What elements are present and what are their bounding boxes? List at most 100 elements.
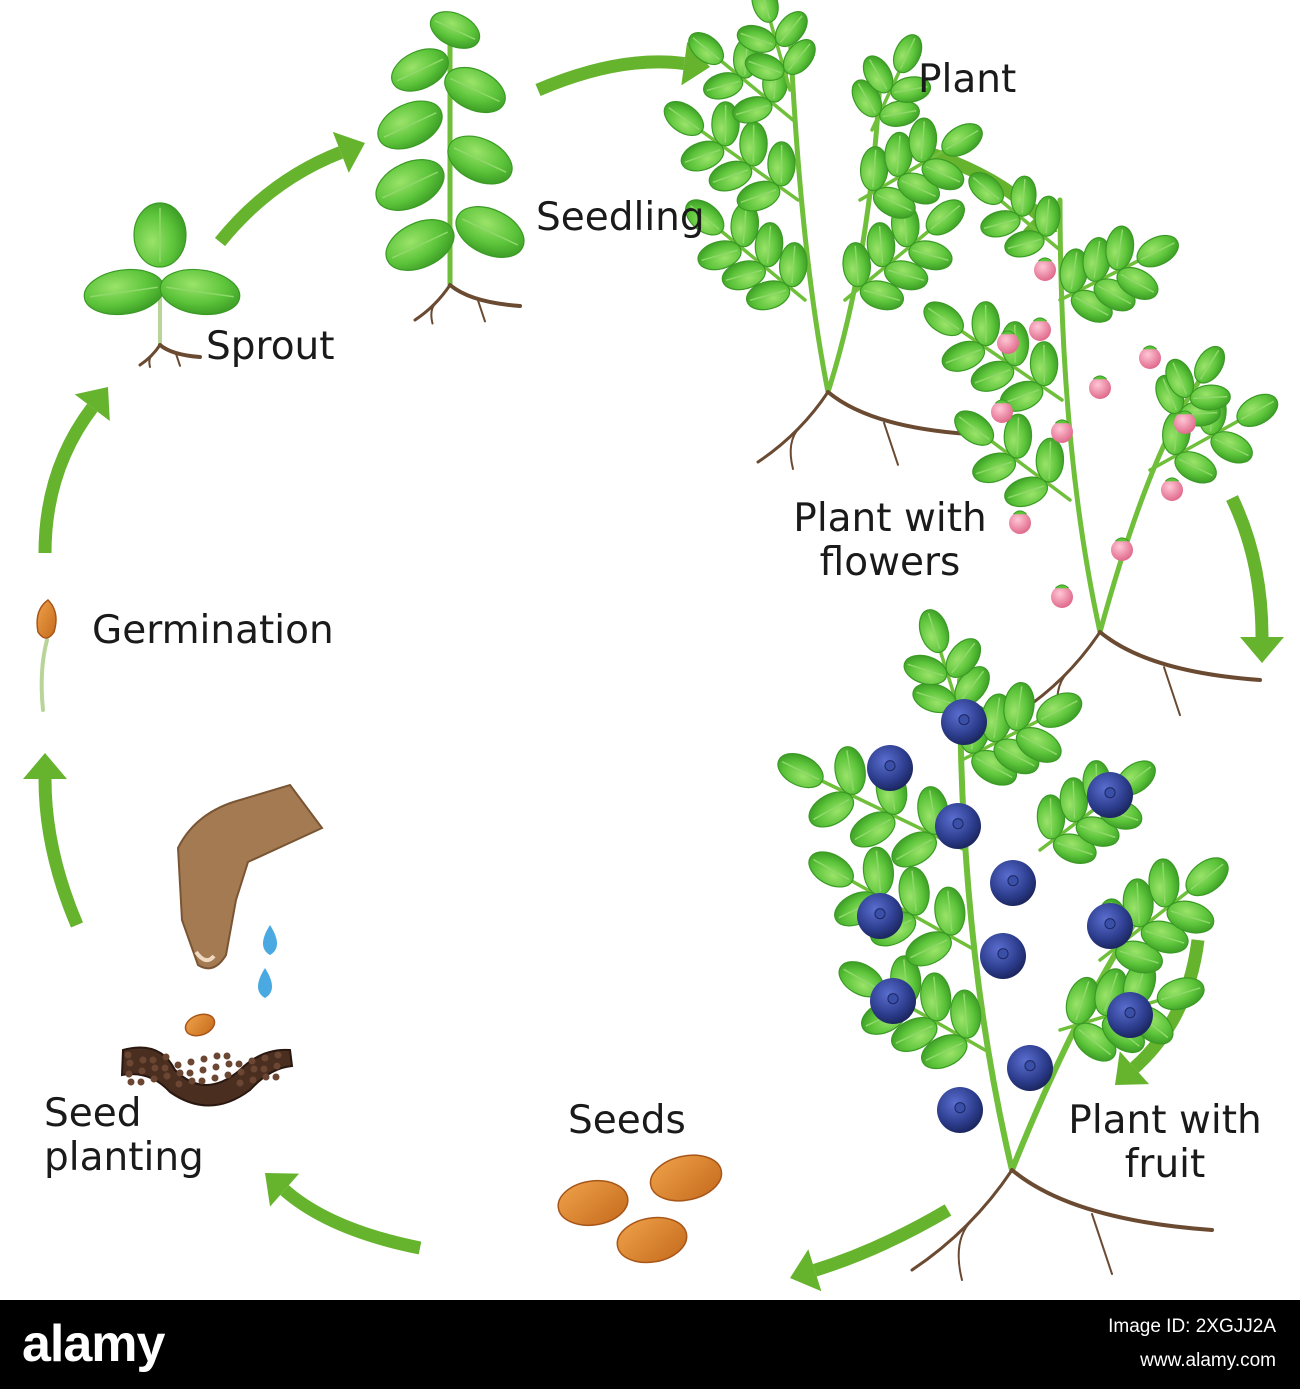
leaf: [429, 11, 481, 49]
berry-crown: [884, 760, 896, 772]
leaf-vein: [963, 993, 969, 1035]
leaf: [1236, 393, 1279, 427]
soil-grain: [273, 1062, 281, 1070]
leaf: [971, 301, 1001, 347]
berry: [867, 745, 913, 791]
soil-grain: [174, 1061, 182, 1069]
arrow-shaft: [1226, 495, 1269, 638]
plant-illustration: [663, 0, 983, 470]
flower-bud: [1051, 421, 1073, 443]
leaf-vein: [854, 818, 891, 841]
berry: [990, 860, 1036, 906]
flower: [1174, 410, 1196, 434]
leaf-vein: [434, 19, 476, 41]
leaf: [746, 280, 791, 311]
leaf-vein: [1021, 179, 1026, 214]
leaf-vein: [1116, 229, 1124, 267]
leaf-vein: [1199, 349, 1220, 380]
stem: [988, 438, 1072, 502]
flower: [1161, 477, 1183, 501]
leaf-vein: [925, 165, 961, 183]
leaf: [1105, 225, 1135, 271]
soil-grain: [213, 1052, 221, 1060]
flower-bud: [1174, 412, 1196, 434]
berry: [980, 933, 1026, 979]
label-line: Germination: [92, 608, 334, 653]
leaf-vein: [911, 870, 917, 912]
leaf: [703, 72, 744, 100]
leaf: [1116, 266, 1159, 300]
flower: [1029, 317, 1051, 341]
leaf-vein: [735, 104, 769, 116]
leaf-vein: [877, 194, 912, 212]
label-germination: Germination: [92, 609, 334, 653]
leaf: [1165, 358, 1195, 399]
leaf: [1059, 248, 1089, 294]
flower-bud: [1029, 319, 1051, 341]
leaf-vein: [381, 171, 439, 199]
leaf: [1148, 858, 1180, 908]
germination-illustration: [36, 599, 57, 712]
leaf-vein: [668, 107, 700, 130]
leaf: [782, 39, 816, 76]
cycle-arrow: [790, 1204, 952, 1292]
leaf: [908, 117, 938, 163]
leaf: [1029, 341, 1059, 387]
leaf-vein: [766, 226, 772, 264]
label-line: Plant: [918, 57, 1017, 102]
soil-grain: [176, 1069, 184, 1077]
leaf: [1015, 727, 1062, 763]
label-sprout: Sprout: [206, 325, 335, 369]
diagram-artwork: [23, 0, 1284, 1292]
flower-bud: [997, 332, 1019, 354]
flower-sepal: [1038, 257, 1052, 262]
leaf-vein: [899, 37, 916, 70]
stem: [718, 58, 795, 122]
soil-grain: [127, 1078, 135, 1086]
soil-grain: [223, 1052, 231, 1060]
leaf-vein: [857, 83, 877, 114]
leaf-vein: [925, 1042, 964, 1061]
leaf: [1185, 857, 1229, 897]
label-seeds: Seeds: [568, 1099, 686, 1143]
leaf: [1166, 900, 1215, 934]
leaf: [777, 753, 824, 789]
leaf: [751, 0, 779, 23]
leaf: [866, 222, 896, 268]
leaf-vein: [947, 890, 953, 932]
stem: [883, 421, 899, 466]
berry-crown: [874, 908, 886, 920]
stem: [998, 198, 1062, 252]
leaf: [1010, 175, 1037, 217]
stem: [787, 27, 831, 395]
roots: [756, 390, 970, 470]
leaf-vein: [396, 58, 444, 82]
label-line: Seeds: [568, 1098, 686, 1143]
leaf: [890, 76, 932, 103]
berry: [1007, 1045, 1053, 1091]
leaf-vein: [1016, 417, 1020, 455]
flower-bud: [1161, 479, 1183, 501]
leaf-vein: [383, 112, 437, 138]
flower-sepal: [1093, 375, 1107, 380]
watermark-footer: alamy Image ID: 2XGJJ2A www.alamy.com: [0, 1300, 1300, 1389]
flower-sepal: [1165, 477, 1179, 482]
soil-grain: [272, 1073, 280, 1081]
leaf-vein: [1097, 285, 1132, 305]
leaf-vein: [1193, 395, 1228, 400]
leaf: [1140, 920, 1189, 954]
leaf-vein: [1162, 378, 1178, 411]
stem: [957, 677, 1015, 1173]
leaf: [1210, 431, 1253, 464]
soil-grain: [224, 1071, 232, 1079]
soil-grain: [211, 1074, 219, 1082]
soil-grain: [235, 1060, 243, 1068]
stem: [1148, 418, 1242, 472]
leaf: [736, 24, 777, 53]
stem: [430, 301, 437, 325]
flower-sepal: [1115, 537, 1129, 542]
leaf: [1034, 195, 1061, 237]
stem: [957, 1219, 973, 1281]
label-line: Seed: [44, 1091, 142, 1136]
berry-crown: [1104, 787, 1116, 799]
